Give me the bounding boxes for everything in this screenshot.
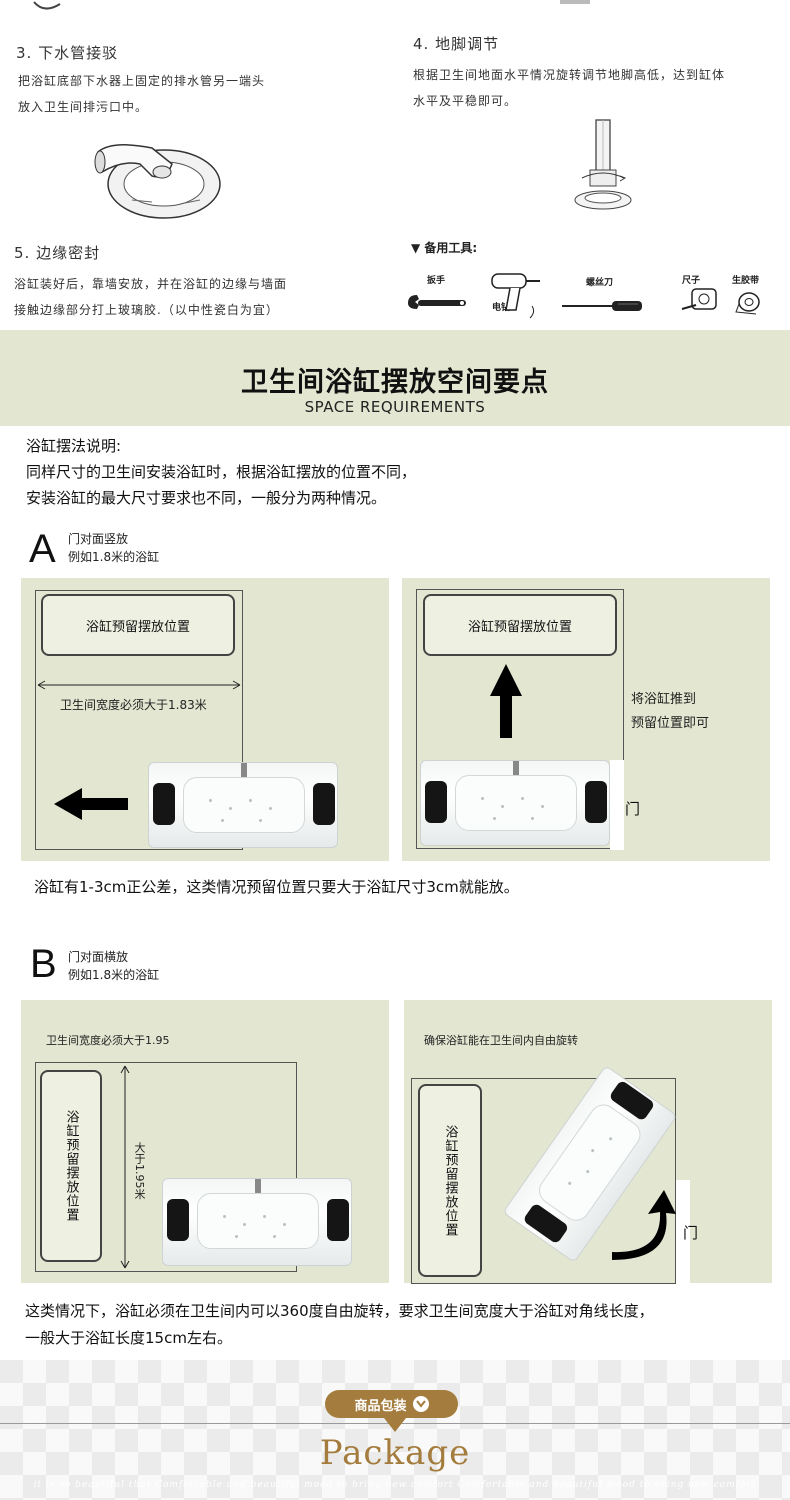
hose-illustration xyxy=(33,1,61,10)
step5-line1: 浴缸装好后，靠墙安放，并在浴缸的边缘与墙面 xyxy=(14,277,288,291)
case-a-desc1: 门对面竖放 xyxy=(68,532,129,546)
case-b-width-note: 卫生间宽度必须大于1.95 xyxy=(46,1034,170,1047)
wrench-icon xyxy=(408,295,466,309)
case-b-reserve-left-text: 浴缸预留摆放位置 xyxy=(63,1110,79,1222)
case-a-reserve-right: 浴缸预留摆放位置 xyxy=(423,594,617,656)
step4-line1: 根据卫生间地面水平情况旋转调节地脚高低，达到缸体 xyxy=(413,68,726,82)
case-a-desc: 门对面竖放 例如1.8米的浴缸 xyxy=(68,530,159,566)
screwdriver-label: 螺丝刀 xyxy=(586,278,614,288)
section-subtitle: SPACE REQUIREMENTS xyxy=(304,398,486,416)
package-word: Package xyxy=(319,1433,471,1473)
step3-line1: 把浴缸底部下水器上固定的排水管另一端头 xyxy=(18,74,266,88)
step5-title: 5. 边缘密封 xyxy=(14,244,101,262)
case-a-caption: 浴缸有1-3cm正公差，这类情况预留位置只要大于浴缸尺寸3cm就能放。 xyxy=(34,878,519,896)
case-a-reserve-left: 浴缸预留摆放位置 xyxy=(41,594,235,656)
ptfe-tape-label: 生胶带 xyxy=(732,276,760,286)
case-b-caption2: 一般大于浴缸长度15cm左右。 xyxy=(25,1329,232,1347)
rotate-arrow-icon xyxy=(612,1190,676,1260)
intro-line2: 同样尺寸的卫生间安装浴缸时，根据浴缸摆放的位置不同， xyxy=(26,463,417,481)
tape-label: 尺子 xyxy=(682,276,701,286)
drill-icon xyxy=(491,273,540,319)
step4-text: 根据卫生间地面水平情况旋转调节地脚高低，达到缸体 水平及平稳即可。 xyxy=(413,62,725,114)
intro-line3: 安装浴缸的最大尺寸要求也不同，一般分为两种情况。 xyxy=(26,489,387,507)
case-a-door-label: 门 xyxy=(625,800,641,818)
width-dimension-arrow xyxy=(37,680,241,690)
case-b-letter: B xyxy=(30,942,57,986)
case-b-desc: 门对面横放 例如1.8米的浴缸 xyxy=(68,948,159,984)
case-a-width-note: 卫生间宽度必须大于1.83米 xyxy=(60,698,207,712)
wrench-label: 扳手 xyxy=(427,276,446,286)
drill-label: 电钻 xyxy=(492,303,511,313)
case-a-letter: A xyxy=(29,527,56,571)
case-b-reserve-right: 浴缸预留摆放位置 xyxy=(418,1084,482,1277)
ptfe-tape-icon xyxy=(735,292,760,315)
case-b-caption1: 这类情况下，浴缸必须在卫生间内可以360度自由旋转，要求卫生间宽度大于浴缸对角线… xyxy=(25,1302,654,1320)
step5-text: 浴缸装好后，靠墙安放，并在浴缸的边缘与墙面 接触边缘部分打上玻璃胶.（以中性瓷白… xyxy=(14,271,287,323)
tape-measure-icon xyxy=(681,288,717,310)
case-a-push-note: 将浴缸推到 预留位置即可 xyxy=(631,688,709,736)
step3-line2: 放入卫生间排污口中。 xyxy=(18,100,149,114)
section-title: 卫生间浴缸摆放空间要点 xyxy=(241,367,549,398)
step5-line2: 接触边缘部分打上玻璃胶.（以中性瓷白为宜） xyxy=(14,303,279,317)
chevron-down-icon xyxy=(412,1396,429,1412)
arrow-up-icon xyxy=(490,664,522,738)
pointer-triangle-icon xyxy=(384,1418,406,1432)
arrow-left-icon xyxy=(54,788,128,820)
package-pill-label: 商品包装 xyxy=(354,1398,407,1414)
step4-line2: 水平及平稳即可。 xyxy=(413,94,518,108)
case-b-rotate-note: 确保浴缸能在卫生间内自由旋转 xyxy=(424,1034,578,1047)
step4-title: 4. 地脚调节 xyxy=(413,35,500,53)
case-b-caption: 这类情况下，浴缸必须在卫生间内可以360度自由旋转，要求卫生间宽度大于浴缸对角线… xyxy=(25,1298,654,1352)
drain-pipe-illustration xyxy=(94,144,221,219)
intro-line1: 浴缸摆法说明: xyxy=(26,437,122,455)
door-opening-2 xyxy=(676,1180,690,1284)
package-slogan: it is so beautiful that Comfortable and … xyxy=(33,1480,757,1490)
height-dimension-arrow xyxy=(120,1065,130,1269)
case-b-desc1: 门对面横放 xyxy=(68,950,129,964)
case-b-height-note: 大于1.95米 xyxy=(133,1142,146,1200)
tools-heading: ▼ 备用工具: xyxy=(411,241,478,255)
case-a-desc2: 例如1.8米的浴缸 xyxy=(68,550,160,564)
package-pill: 商品包装 xyxy=(325,1390,458,1418)
case-b-reserve-left: 浴缸预留摆放位置 xyxy=(40,1070,102,1262)
case-a-push1: 将浴缸推到 xyxy=(631,692,697,707)
door-opening xyxy=(610,760,624,850)
bathtub-image-3 xyxy=(162,1178,352,1266)
bathtub-image-2 xyxy=(420,760,610,846)
case-b-reserve-right-text: 浴缸预留摆放位置 xyxy=(442,1124,458,1237)
case-b-door-label: 门 xyxy=(683,1224,699,1242)
cropped-illustration xyxy=(560,0,590,4)
section-header-band xyxy=(0,330,790,426)
step3-text: 把浴缸底部下水器上固定的排水管另一端头 放入卫生间排污口中。 xyxy=(18,68,265,120)
step3-title: 3. 下水管接驳 xyxy=(16,44,119,62)
case-b-desc2: 例如1.8米的浴缸 xyxy=(68,968,160,982)
screwdriver-icon xyxy=(562,301,642,311)
case-a-push2: 预留位置即可 xyxy=(631,716,710,731)
intro-text: 浴缸摆法说明: 同样尺寸的卫生间安装浴缸时，根据浴缸摆放的位置不同， 安装浴缸的… xyxy=(26,433,416,511)
foot-adjuster-illustration xyxy=(574,119,632,210)
bathtub-image xyxy=(148,762,338,848)
